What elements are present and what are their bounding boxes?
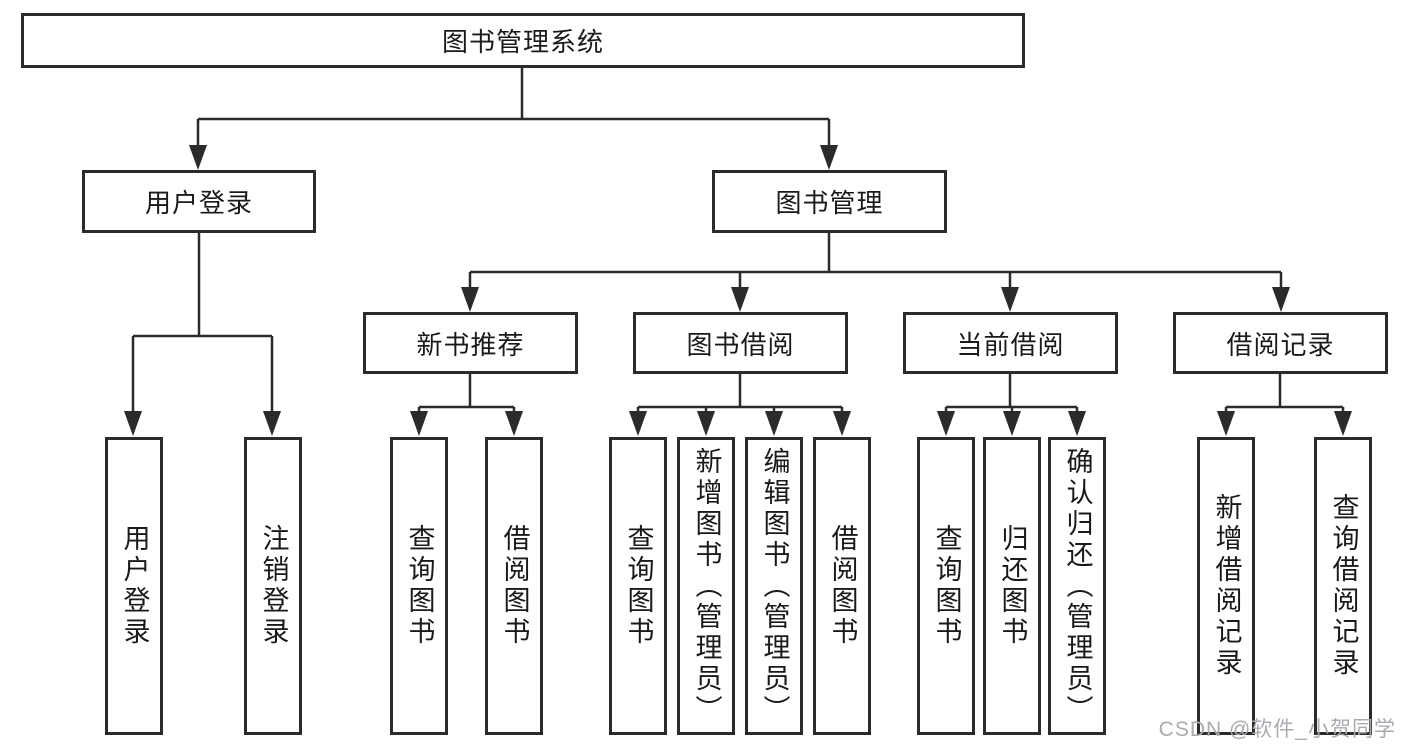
node-label: 图书管理 [775, 188, 884, 218]
leaf-recommend-query-books: 查询图书 [390, 437, 448, 735]
leaf-return-books: 归还图书 [983, 437, 1041, 735]
node-label: 用户登录 [144, 188, 253, 218]
node-book-management: 图书管理 [712, 170, 947, 233]
leaf-edit-books-admin: 编辑图书（管理员） [745, 437, 803, 735]
node-current-borrowing: 当前借阅 [903, 312, 1118, 374]
leaf-logout-login: 注销登录 [244, 437, 302, 735]
leaf-recommend-borrow-books: 借阅图书 [485, 437, 543, 735]
leaf-label: 新增图书（管理员） [691, 446, 722, 726]
leaf-label: 新增借阅记录 [1211, 493, 1242, 679]
leaf-borrowing-query-books: 查询图书 [609, 437, 667, 735]
leaf-user-login: 用户登录 [105, 437, 163, 735]
leaf-label: 查询图书 [623, 524, 654, 648]
leaf-label: 借阅图书 [827, 524, 858, 648]
leaf-label: 归还图书 [997, 524, 1028, 648]
node-label: 图书管理系统 [441, 27, 604, 57]
leaf-add-borrow-record: 新增借阅记录 [1197, 437, 1255, 735]
leaf-add-books-admin: 新增图书（管理员） [677, 437, 735, 735]
leaf-label: 查询借阅记录 [1328, 493, 1359, 679]
leaf-label: 用户登录 [119, 524, 150, 648]
leaf-borrowing-borrow-books: 借阅图书 [813, 437, 871, 735]
leaf-query-borrow-record: 查询借阅记录 [1314, 437, 1372, 735]
leaf-current-query-books: 查询图书 [917, 437, 975, 735]
node-label: 图书借阅 [686, 329, 795, 360]
node-label: 新书推荐 [416, 329, 525, 360]
node-user-login: 用户登录 [82, 170, 316, 233]
leaf-label: 查询图书 [404, 524, 435, 648]
csdn-watermark: CSDN @软件_小贺同学 [1158, 718, 1396, 741]
node-new-book-recommendation: 新书推荐 [363, 312, 578, 374]
node-label: 借阅记录 [1226, 329, 1335, 360]
node-borrowing-records: 借阅记录 [1173, 312, 1388, 374]
leaf-label: 确认归还（管理员） [1062, 446, 1093, 726]
leaf-label: 借阅图书 [499, 524, 530, 648]
leaf-label: 注销登录 [258, 524, 289, 648]
leaf-confirm-return-admin: 确认归还（管理员） [1048, 437, 1106, 735]
leaf-label: 查询图书 [931, 524, 962, 648]
node-book-borrowing: 图书借阅 [633, 312, 848, 374]
node-library-management-system: 图书管理系统 [21, 13, 1025, 68]
leaf-label: 编辑图书（管理员） [759, 446, 790, 726]
node-label: 当前借阅 [956, 329, 1065, 360]
